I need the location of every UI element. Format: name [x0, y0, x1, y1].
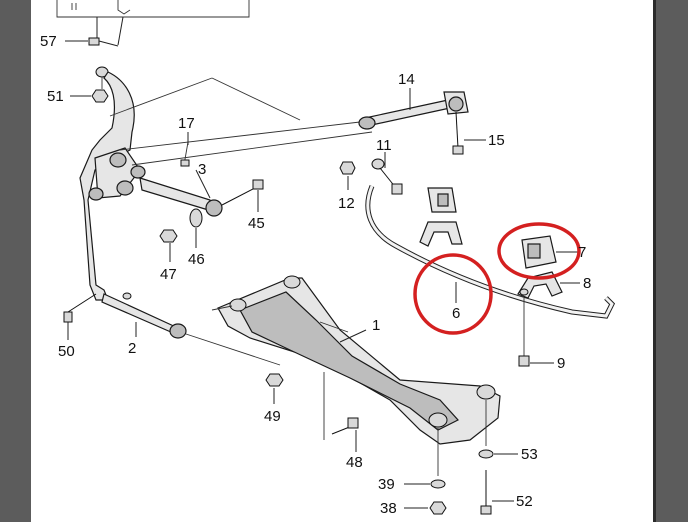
nut-47	[159, 229, 178, 243]
washer-53	[478, 449, 494, 459]
label-15: 15	[488, 132, 505, 149]
diagram-canvas: 57 51	[31, 0, 653, 522]
stabilizer-bushing-left	[419, 187, 463, 247]
bolt-17	[180, 141, 190, 167]
highlight-circle-7	[497, 222, 581, 280]
label-48: 48	[346, 454, 363, 471]
label-3: 3	[198, 161, 206, 178]
lateral-link-lower	[101, 292, 187, 339]
highlight-circle-6	[413, 253, 493, 335]
label-7: 7	[578, 244, 586, 261]
bolt-52	[480, 470, 492, 515]
label-1: 1	[372, 317, 380, 334]
viewer-left-border	[0, 0, 31, 522]
washer-46	[189, 208, 203, 228]
label-2: 2	[128, 340, 136, 357]
label-6: 6	[452, 305, 460, 322]
label-57: 57	[40, 33, 57, 50]
label-17: 17	[178, 115, 195, 132]
label-8: 8	[583, 275, 591, 292]
bolt-48	[323, 372, 359, 440]
label-38: 38	[380, 500, 397, 517]
suspension-parts-diagram: 57 51	[40, 0, 616, 517]
nut-49	[265, 373, 284, 387]
viewer-right-border	[653, 0, 688, 522]
label-14: 14	[398, 71, 415, 88]
label-49: 49	[264, 408, 281, 425]
nut-51	[91, 89, 109, 103]
bolt-15	[452, 111, 464, 155]
nut-38	[429, 501, 447, 515]
stabilizer-bushing-right	[521, 235, 557, 269]
inset-box	[56, 0, 250, 18]
label-53: 53	[521, 446, 538, 463]
washer-39	[430, 479, 446, 489]
bolt-45	[221, 179, 264, 206]
label-50: 50	[58, 343, 75, 360]
knuckle-assembly	[79, 71, 146, 301]
bolt-9	[518, 298, 530, 367]
label-45: 45	[248, 215, 265, 232]
label-11: 11	[376, 137, 392, 154]
trailing-rod	[358, 91, 469, 130]
label-39: 39	[378, 476, 395, 493]
label-46: 46	[188, 251, 205, 268]
label-52: 52	[516, 493, 533, 510]
label-51: 51	[47, 88, 64, 105]
label-12: 12	[338, 195, 355, 212]
crossmember	[211, 275, 501, 445]
stabilizer-link	[371, 158, 403, 195]
label-47: 47	[160, 266, 177, 283]
bolt-50	[63, 293, 97, 323]
label-9: 9	[557, 355, 565, 372]
bolt-57	[88, 37, 119, 47]
lateral-link-upper	[139, 177, 223, 217]
nut-12	[339, 161, 356, 175]
